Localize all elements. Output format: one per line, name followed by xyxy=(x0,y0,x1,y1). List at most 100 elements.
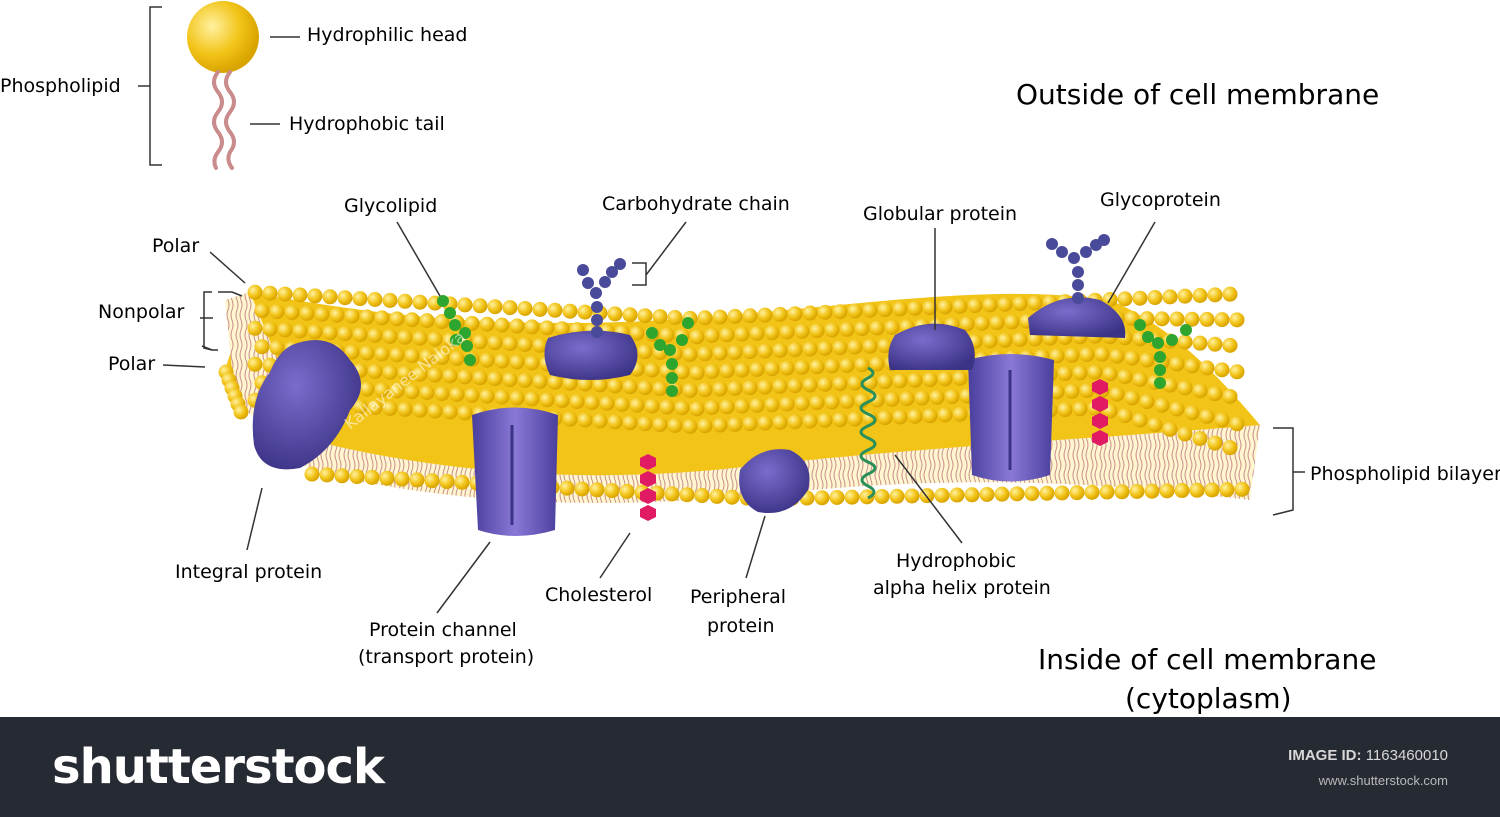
phospholipid-head-bead xyxy=(1109,386,1125,402)
phospholipid-head-bead xyxy=(1192,288,1208,303)
phospholipid-head-bead xyxy=(1079,383,1095,399)
phospholipid-head-bead xyxy=(532,301,548,317)
phospholipid-head-bead xyxy=(1207,336,1223,352)
phospholipid-head-bead xyxy=(667,418,683,433)
phospholipid-head-bead xyxy=(254,303,270,319)
phospholipid-head-bead xyxy=(1192,431,1208,446)
phospholipid-head-bead xyxy=(1027,295,1043,311)
phospholipid-head-bead xyxy=(704,399,720,415)
phospholipid-head-bead xyxy=(1049,348,1065,364)
phospholipid-head-bead xyxy=(404,312,420,328)
phospholipid-head-bead xyxy=(1199,360,1215,376)
phospholipid-head-bead xyxy=(254,339,270,355)
cholesterol-icon xyxy=(640,454,656,521)
phospholipid-head-bead xyxy=(389,383,405,399)
phospholipid-head-bead xyxy=(832,412,848,428)
phospholipid-head-bead xyxy=(1069,485,1085,501)
phospholipid-head-bead xyxy=(524,355,540,371)
inside-membrane-label: Inside of cell membrane xyxy=(1038,643,1376,676)
phospholipid-head-bead xyxy=(877,302,893,318)
phospholipid-head-bead xyxy=(1054,485,1070,501)
phospholipid-head-bead xyxy=(1102,366,1118,382)
phospholipid-head-bead xyxy=(394,471,410,487)
phospholipid-head-bead xyxy=(1199,408,1215,424)
phospholipid-head-bead xyxy=(382,364,398,380)
phospholipid-head-bead xyxy=(247,356,263,372)
phospholipid-head-bead xyxy=(689,365,705,381)
phospholipid-head-bead xyxy=(1192,335,1208,351)
phospholipid-head-bead xyxy=(839,321,855,337)
nonpolar-label: Nonpolar xyxy=(98,301,184,323)
phospholipid-head-bead xyxy=(562,375,578,391)
phospholipid-head-bead xyxy=(652,417,668,433)
phospholipid-head-bead xyxy=(304,466,320,482)
phospholipid-head-bead xyxy=(607,414,623,430)
phospholipid-head-bead xyxy=(517,301,533,316)
phospholipid-head-bead xyxy=(1147,290,1163,306)
phospholipid-head-bead xyxy=(367,292,383,307)
phospholipid-head-bead xyxy=(314,306,330,322)
shutterstock-logo[interactable]: shutterstock xyxy=(52,739,385,795)
phospholipid-head-bead xyxy=(1234,481,1250,497)
phospholipid-head-bead xyxy=(487,299,503,315)
phospholipid-head-bead xyxy=(922,372,938,388)
phospholipid-head-bead xyxy=(439,474,455,490)
phospholipid-head-bead xyxy=(1184,405,1200,421)
phospholipid-head-bead xyxy=(794,395,810,411)
phospholipid-head-bead xyxy=(352,291,368,307)
phospholipid-head-bead xyxy=(1222,388,1238,404)
phospholipid-head-bead xyxy=(1132,290,1148,306)
phospholipid-head-bead xyxy=(637,308,653,324)
phospholipid-head-bead xyxy=(869,356,885,372)
phospholipid-head-bead xyxy=(907,372,923,388)
phospholipid-head-bead xyxy=(734,326,750,342)
protein-channel-label: Protein channel xyxy=(369,619,517,641)
phospholipid-head-bead xyxy=(1199,311,1215,327)
phospholipid-head-bead xyxy=(824,358,840,374)
phospholipid-head-bead xyxy=(949,487,965,503)
carbohydrate-chain-icon xyxy=(577,258,626,338)
cholesterol-label: Cholesterol xyxy=(545,584,652,606)
phospholipid-head-bead xyxy=(397,401,413,417)
phospholipid-head-bead xyxy=(892,409,908,425)
phospholipid-head-bead xyxy=(899,391,915,407)
phospholipid-head-bead xyxy=(817,340,833,356)
phospholipid-head-bead xyxy=(734,362,750,378)
phospholipid-head-bead xyxy=(697,382,713,398)
phospholipid-head-bead xyxy=(442,404,458,420)
phospholipid-head-bead xyxy=(494,389,510,405)
phospholipid-head-bead xyxy=(847,303,863,319)
peripheral-protein-label: protein xyxy=(707,615,775,637)
alpha-helix-protein-label: alpha helix protein xyxy=(873,577,1051,599)
phospholipid-head-bead xyxy=(742,308,758,324)
peripheral-label: Peripheral xyxy=(690,586,786,608)
phospholipid-head-bead xyxy=(742,380,758,396)
phospholipid-head-bead xyxy=(464,315,480,331)
phospholipid-head-bead xyxy=(764,361,780,377)
phospholipid-head-bead xyxy=(1039,485,1055,501)
phospholipid-head-bead xyxy=(472,334,488,350)
phospholipid-head-bead xyxy=(637,416,653,432)
phospholipid-head-bead xyxy=(929,389,945,405)
phospholipid-head-bead xyxy=(1117,369,1133,385)
phospholipid-head-bead xyxy=(539,320,555,336)
phospholipid-head-bead xyxy=(379,470,395,486)
glycoprotein-icon xyxy=(1028,297,1126,338)
phospholipid-head-bead xyxy=(404,384,420,400)
phospholipid-head-bead xyxy=(1207,287,1223,303)
phospholipid-head-bead xyxy=(397,293,413,309)
phospholipid-head-bead xyxy=(817,412,833,428)
hydrophilic-head-label: Hydrophilic head xyxy=(307,24,467,46)
phospholipid-head-bead xyxy=(1132,412,1148,428)
phospholipid-head-bead xyxy=(802,377,818,393)
peripheral-protein-icon xyxy=(739,449,810,514)
phospholipid-head-bead xyxy=(344,344,360,360)
phospholipid-head-bead xyxy=(619,483,635,499)
phospholipid-head-bead xyxy=(802,341,818,357)
phospholipid-head-bead xyxy=(817,376,833,392)
phospholipid-head-bead xyxy=(299,305,315,321)
phospholipid-head-bead xyxy=(1169,311,1185,327)
phospholipid-head-bead xyxy=(844,489,860,505)
phospholipid-head-bead xyxy=(547,374,563,390)
site-url[interactable]: www.shutterstock.com xyxy=(1318,773,1448,788)
